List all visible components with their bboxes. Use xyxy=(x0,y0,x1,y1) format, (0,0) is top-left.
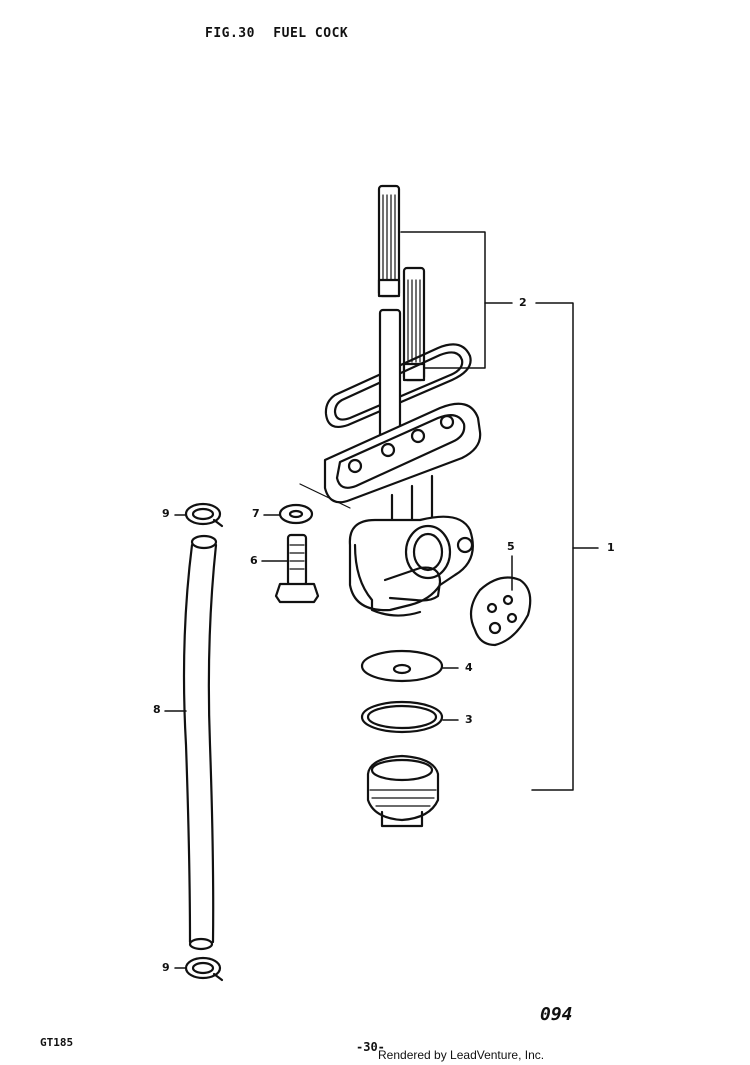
callout-9-lower: 9 xyxy=(162,961,170,974)
part-8-fuel-hose xyxy=(182,534,218,951)
callout-6: 6 xyxy=(250,554,258,567)
part-6-bolt xyxy=(274,533,320,604)
fuel-cup xyxy=(366,754,440,828)
part-5-lever-plate xyxy=(469,576,532,647)
page-number: -30- xyxy=(356,1040,385,1054)
drawing-code: 094 xyxy=(540,1004,573,1025)
mounting-gasket xyxy=(324,343,472,429)
figure-name: FUEL COCK xyxy=(273,26,349,41)
callout-5: 5 xyxy=(507,540,515,553)
part-9-clamp-upper xyxy=(184,502,224,528)
part-2-screw-short xyxy=(402,266,426,382)
fuel-cock-body xyxy=(299,308,482,617)
leader-lines xyxy=(164,231,599,969)
model-code: GT185 xyxy=(40,1036,74,1049)
part-3-o-ring xyxy=(360,700,444,734)
callout-8: 8 xyxy=(153,703,161,716)
part-4-valve-disc xyxy=(360,649,444,683)
figure-number: FIG.30 xyxy=(205,26,255,41)
callout-3: 3 xyxy=(465,713,473,726)
callout-7: 7 xyxy=(252,507,260,520)
render-credit: Rendered by LeadVenture, Inc. xyxy=(378,1048,545,1062)
callout-9-upper: 9 xyxy=(162,507,170,520)
callout-1: 1 xyxy=(607,541,615,554)
part-7-washer xyxy=(278,503,314,525)
callout-2: 2 xyxy=(519,296,527,309)
part-2-screw-long xyxy=(377,184,401,298)
callout-4: 4 xyxy=(465,661,473,674)
part-9-clamp-lower xyxy=(184,956,224,982)
figure-title: FIG.30 FUEL COCK xyxy=(205,26,358,41)
